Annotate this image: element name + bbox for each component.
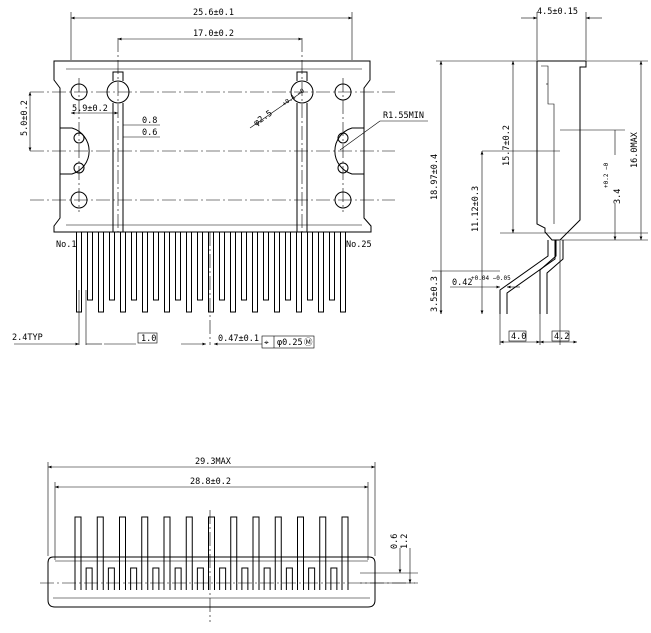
lead-12 <box>197 232 203 301</box>
front-view: No.1 No.25 25.6±0.1 17.0±0.2 5.9±0.2 5.0… <box>12 8 428 349</box>
dim-width-label: 25.6±0.1 <box>193 8 234 18</box>
dim-042-label: 0.42 <box>452 278 472 288</box>
bottom-pin-rear-10 <box>285 567 293 590</box>
dim-08-label: 0.8 <box>142 116 157 126</box>
lead-17 <box>252 232 258 313</box>
dim-thick-label: 4.5±0.15 <box>537 7 578 17</box>
lead-7 <box>142 232 148 313</box>
lead-22 <box>307 232 313 301</box>
side-lead-front <box>499 240 556 314</box>
side-view: 4.5±0.15 15.7±0.2 16.0MAX 18.97±0.4 11.1… <box>430 7 648 345</box>
lead-10 <box>175 232 181 301</box>
dim-hole-y-label: 5.0±0.2 <box>20 100 30 136</box>
bottom-pin-1 <box>74 516 82 590</box>
bottom-pin-rear-2 <box>107 567 115 590</box>
lead-23 <box>318 232 324 313</box>
dim-1897-label: 18.97±0.4 <box>430 154 440 200</box>
dim-157-label: 15.7±0.2 <box>502 125 512 166</box>
bottom-body <box>47 556 376 608</box>
dim-160-label: 16.0MAX <box>630 131 640 168</box>
dim-tol-label: φ0.25 <box>277 338 303 348</box>
bottom-pin-rear-1 <box>85 567 93 590</box>
bottom-pin-6 <box>185 516 193 590</box>
bottom-pin-5 <box>163 516 171 590</box>
bottom-pin-8 <box>230 516 238 590</box>
dim-hole-x-label: 5.9±0.2 <box>72 104 108 114</box>
bottom-pin-12 <box>319 516 327 590</box>
dim-34-tol: +0.2 −0 <box>603 162 610 188</box>
bottom-pin-2 <box>96 516 104 590</box>
dim-radius-label: R1.55MIN <box>383 111 424 121</box>
mod-symbol: Ⓜ <box>304 338 313 348</box>
bottom-pin-rear-3 <box>130 567 138 590</box>
bottom-pin-rear-6 <box>196 567 204 590</box>
lead-16 <box>241 232 247 301</box>
dim-40-label: 4.0 <box>511 332 526 342</box>
lead-14 <box>219 232 225 301</box>
lead-13 <box>208 232 214 313</box>
lead-9 <box>164 232 170 313</box>
lead-3 <box>98 232 104 313</box>
bottom-pin-10 <box>274 516 282 590</box>
bottom-pin-9 <box>252 516 260 590</box>
lead-5 <box>120 232 126 313</box>
dim-tip-label: 1.0 <box>141 334 156 344</box>
bottom-pin-11 <box>297 516 304 590</box>
bottom-view: 29.3MAX 28.8±0.2 0.6 1.2 <box>40 457 418 622</box>
dim-pitch-label: 2.4TYP <box>12 333 43 343</box>
lead-11 <box>186 232 192 313</box>
bottom-pin-rear-11 <box>308 567 316 590</box>
dim-lead-label: 0.47±0.1 <box>218 334 259 344</box>
lead-18 <box>263 232 269 301</box>
lead-21 <box>296 232 302 313</box>
dim-holes-label: 17.0±0.2 <box>193 29 234 39</box>
dim-34-label: 3.4 <box>613 189 623 204</box>
dim-hole-dia-tol: +0.1 −0 <box>281 87 306 107</box>
lead-4 <box>109 232 115 301</box>
bottom-pins <box>74 516 349 590</box>
dim-288-label: 28.8±0.2 <box>190 477 231 487</box>
bottom-pin-rear-12 <box>330 567 338 590</box>
lead-8 <box>153 232 159 301</box>
bottom-pin-rear-5 <box>174 567 182 590</box>
lead-24 <box>329 232 335 301</box>
bottom-pin-4 <box>141 516 149 590</box>
dim-hole-dia-label: φ2.5 <box>252 109 275 129</box>
lead-6 <box>131 232 137 301</box>
side-body <box>536 60 587 241</box>
bottom-pin-rear-9 <box>263 567 271 590</box>
lead-2 <box>87 232 93 301</box>
bottom-pin-13 <box>341 516 349 590</box>
bottom-pin-rear-7 <box>219 567 227 590</box>
side-lead-back <box>539 240 564 314</box>
dim-293-label: 29.3MAX <box>195 457 232 467</box>
bottom-pin-7 <box>208 516 215 590</box>
dim-35-label: 3.5±0.3 <box>430 276 440 312</box>
bottom-pin-3 <box>119 516 126 590</box>
pin-leads <box>76 232 346 313</box>
dim-06b-label: 0.6 <box>390 534 400 549</box>
dim-42-label: 4.2 <box>554 332 569 342</box>
lead-19 <box>274 232 280 313</box>
lead-15 <box>230 232 236 313</box>
tol-symbol: ⌖ <box>264 338 269 348</box>
pin-no1-label: No.1 <box>56 240 76 250</box>
pin-no25-label: No.25 <box>346 240 372 250</box>
dim-042-tol: +0.04 −0.05 <box>471 275 511 282</box>
lead-25 <box>340 232 346 313</box>
package-body <box>53 60 372 233</box>
bottom-pin-rear-8 <box>241 567 249 590</box>
dim-06-label: 0.6 <box>142 128 157 138</box>
bottom-pin-rear-4 <box>152 567 160 590</box>
lead-20 <box>285 232 291 301</box>
dim-1112-label: 11.12±0.3 <box>471 186 481 232</box>
dim-12b-label: 1.2 <box>400 534 410 549</box>
